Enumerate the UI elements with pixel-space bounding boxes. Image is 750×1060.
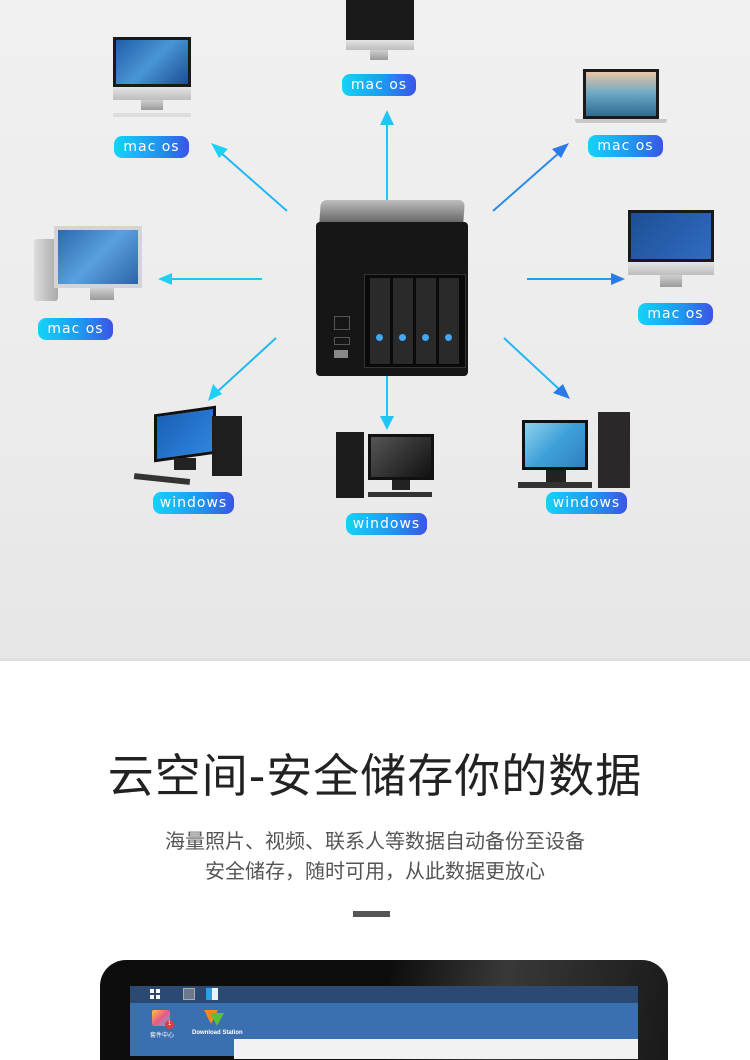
os-badge-top-left: mac os xyxy=(114,136,189,158)
imac-top-left xyxy=(113,37,191,120)
device-connectivity-hero: mac os mac os mac os mac os mac os windo… xyxy=(0,0,750,660)
main-menu-icon[interactable] xyxy=(150,989,160,999)
file-station-taskbar-icon[interactable] xyxy=(206,988,218,1000)
os-badge-bottom-center: windows xyxy=(346,513,427,535)
section-divider-edge xyxy=(0,658,750,661)
mac-pro-mid-left xyxy=(34,226,142,302)
nas-desktop-screen: 1 套件中心 Download Station xyxy=(130,986,638,1059)
package-center-icon[interactable]: 1 xyxy=(152,1010,174,1029)
decorative-divider-bar xyxy=(353,911,390,917)
windows-pc-bottom-center xyxy=(336,432,444,502)
imac-top-center xyxy=(346,0,414,64)
windows-pc-bottom-left xyxy=(133,405,246,486)
section-subtitle-line1: 海量照片、视频、联系人等数据自动备份至设备 xyxy=(165,829,585,853)
imac-mid-right xyxy=(628,210,714,288)
nas-server-image xyxy=(316,200,468,376)
notification-badge: 1 xyxy=(165,1020,174,1029)
control-panel-taskbar-icon[interactable] xyxy=(183,988,195,1000)
download-station-label: Download Station xyxy=(192,1030,243,1036)
dsm-taskbar xyxy=(130,986,638,1003)
package-center-label: 套件中心 xyxy=(150,1033,175,1039)
os-badge-mid-left: mac os xyxy=(38,318,113,340)
macbook-top-right xyxy=(575,69,667,123)
dsm-open-window[interactable] xyxy=(234,1039,638,1059)
download-station-icon[interactable] xyxy=(202,1010,224,1026)
os-badge-bottom-right: windows xyxy=(546,492,627,514)
os-badge-mid-right: mac os xyxy=(638,303,713,325)
os-badge-top-center: mac os xyxy=(342,74,416,96)
section-title: 云空间-安全储存你的数据 xyxy=(107,749,643,803)
os-badge-bottom-left: windows xyxy=(153,492,234,514)
connection-arrows xyxy=(158,110,625,430)
os-badge-top-right: mac os xyxy=(588,135,663,157)
windows-pc-bottom-right xyxy=(518,410,632,492)
section-subtitle-line2: 安全储存，随时可用，从此数据更放心 xyxy=(205,859,545,883)
